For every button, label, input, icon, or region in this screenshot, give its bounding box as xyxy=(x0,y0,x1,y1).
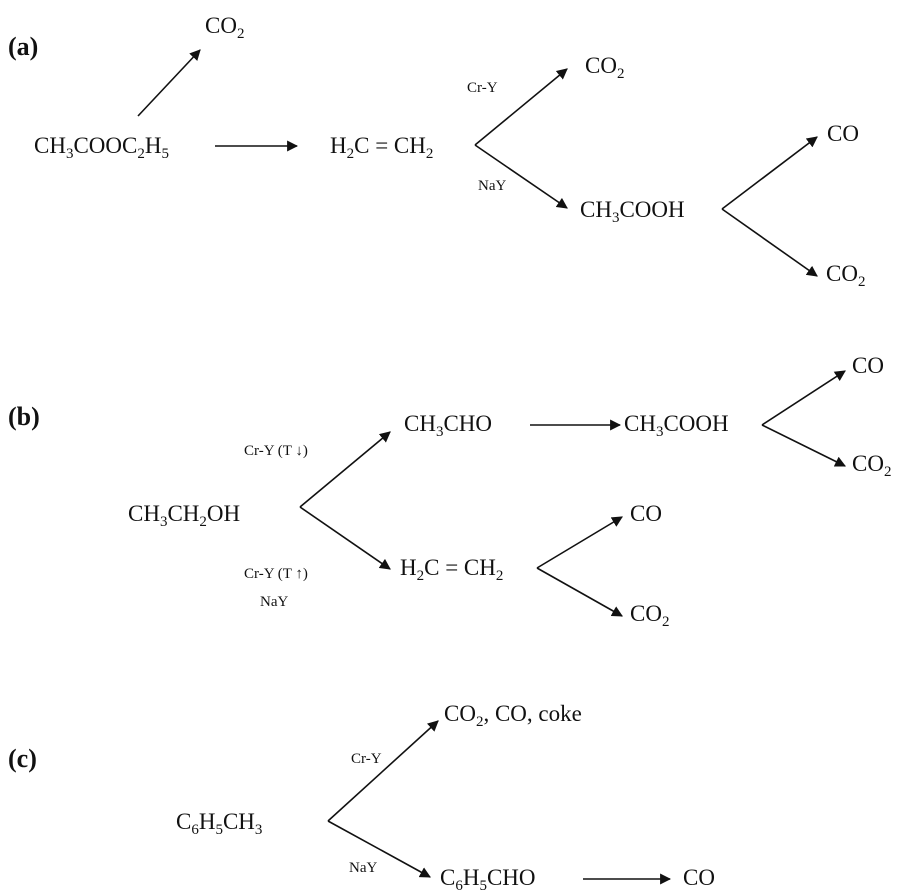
co-formula: CO xyxy=(630,501,662,526)
panel-label-c: (c) xyxy=(8,744,37,773)
acetic-acid-formula: CH3COOH xyxy=(580,197,685,226)
catalyst-label: NaY xyxy=(478,178,507,194)
arrow-c-toluene-to-benzaldehyde xyxy=(327,820,431,878)
combustion-products-formula: CO2, CO, coke xyxy=(444,701,582,730)
co2-formula: CO2 xyxy=(205,13,245,42)
arrow-a-acetic-to-co2 xyxy=(721,208,818,277)
co-formula: CO xyxy=(827,121,859,146)
arrow-b-acetic-to-co xyxy=(761,370,846,426)
benzaldehyde-formula: C6H5CHO xyxy=(440,865,536,894)
co2-formula: CO2 xyxy=(852,451,892,480)
arrow-b-ethylene-to-co2 xyxy=(536,567,623,617)
catalyst-label: NaY xyxy=(260,594,289,610)
arrow-a-ethylene-to-acetic xyxy=(474,144,568,209)
catalyst-label: Cr-Y xyxy=(351,751,382,767)
ethyl-acetate-formula: CH3COOC2H5 xyxy=(34,133,169,162)
catalyst-label: Cr-Y (T ↑) xyxy=(244,566,308,582)
arrow-a-acetic-to-co xyxy=(721,136,818,210)
arrow-b-ethylene-to-co xyxy=(536,516,623,569)
co-formula: CO xyxy=(683,865,715,890)
acetaldehyde-formula: CH3CHO xyxy=(404,411,493,440)
panel-label-b: (b) xyxy=(8,402,40,431)
acetic-acid-formula: CH3COOH xyxy=(624,411,729,440)
arrow-b-ethanol-to-acetaldehyde xyxy=(299,431,391,508)
co2-formula: CO2 xyxy=(826,261,866,290)
arrow-c-toluene-to-combustion xyxy=(327,720,439,822)
co2-formula: CO2 xyxy=(630,601,670,630)
arrow-b-acetic-to-co2 xyxy=(761,424,846,467)
ethylene-formula: H2C = CH2 xyxy=(400,555,504,584)
ethylene-formula: H2C = CH2 xyxy=(330,133,434,162)
catalyst-label: Cr-Y (T ↓) xyxy=(244,443,308,459)
ethanol-formula: CH3CH2OH xyxy=(128,501,241,530)
catalyst-label: NaY xyxy=(349,860,378,876)
co2-formula: CO2 xyxy=(585,53,625,82)
catalyst-label: Cr-Y xyxy=(467,80,498,96)
arrow-a-decarboxylation xyxy=(137,49,201,117)
arrow-b-ethanol-to-ethylene xyxy=(299,506,391,570)
panel-label-a: (a) xyxy=(8,32,39,61)
co-formula: CO xyxy=(852,353,884,378)
toluene-formula: C6H5CH3 xyxy=(176,809,263,838)
arrow-a-ethylene-to-co2 xyxy=(474,68,568,146)
